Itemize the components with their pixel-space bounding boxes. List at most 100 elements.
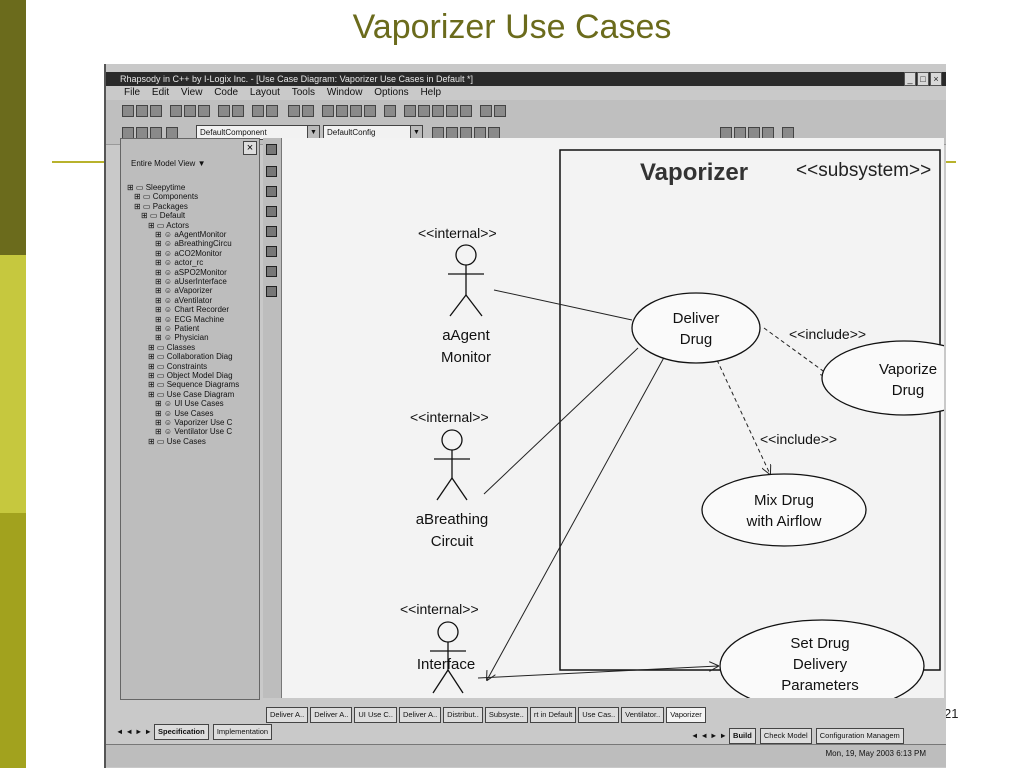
menu-edit[interactable]: Edit	[151, 87, 170, 98]
browser-tree-item[interactable]: ⊞ ☺ aCO2Monitor	[155, 249, 222, 258]
browser-tree-item[interactable]: ⊞ ☺ ECG Machine	[155, 315, 224, 324]
tab-diagram[interactable]: Distribut..	[443, 707, 483, 723]
zoom-out-icon[interactable]	[336, 105, 348, 117]
dependency-tool-icon[interactable]	[266, 266, 277, 277]
browser-icon[interactable]	[480, 105, 492, 117]
use-case-set-drug-parameters[interactable]: Set Drug Delivery Parameters	[719, 619, 925, 698]
save-icon[interactable]	[150, 105, 162, 117]
tab-implementation[interactable]: Implementation	[212, 724, 273, 740]
copy-icon[interactable]	[184, 105, 196, 117]
association-user-setdrug[interactable]	[477, 666, 718, 679]
menu-file[interactable]: File	[124, 87, 141, 98]
browser-tree-item[interactable]: ⊞ ☺ aAgentMonitor	[155, 230, 226, 239]
tab-diagram[interactable]: Deliver A..	[310, 707, 353, 723]
component-select[interactable]: DefaultComponent ▼	[196, 125, 320, 140]
tab-build[interactable]: Build	[729, 728, 756, 744]
association-breathing-deliver[interactable]	[483, 347, 639, 495]
browser-tree-item[interactable]: ⊞ ▭ Object Model Diag	[148, 371, 233, 380]
association-agent-deliver[interactable]	[493, 289, 633, 321]
use-case-vaporize-drug[interactable]: Vaporize Drug	[821, 340, 944, 416]
delete-icon[interactable]	[384, 105, 396, 117]
browser-tree-item[interactable]: ⊞ ☺ aVaporizer	[155, 286, 212, 295]
tab-diagram-active[interactable]: Vaporizer	[666, 707, 706, 723]
undo-icon[interactable]	[252, 105, 264, 117]
browser-tree-item[interactable]: ⊞ ▭ Components	[134, 192, 198, 201]
paste-icon[interactable]	[198, 105, 210, 117]
browser-tree-item[interactable]: ⊞ ☺ Use Cases	[155, 409, 213, 418]
actor-tool-icon[interactable]	[266, 166, 277, 177]
browser-tree-item[interactable]: ⊞ ▭ Default	[141, 211, 185, 220]
browser-tree-item[interactable]: ⊞ ▭ Sequence Diagrams	[148, 380, 239, 389]
actor-breathing-circuit[interactable]: <<internal>> aBreathing Circuit	[410, 409, 489, 550]
browser-tree-item[interactable]: ⊞ ▭ Collaboration Diag	[148, 352, 233, 361]
menu-view[interactable]: View	[180, 87, 203, 98]
tab-configuration-management[interactable]: Configuration Managem	[815, 728, 904, 744]
browser-tree-item[interactable]: ⊞ ☺ aVentilator	[155, 296, 212, 305]
stop-icon[interactable]	[446, 105, 458, 117]
tab-check-model[interactable]: Check Model	[759, 728, 812, 744]
animate-icon[interactable]	[460, 105, 472, 117]
menu-code[interactable]: Code	[214, 87, 239, 98]
browser-tree-item[interactable]: ⊞ ▭ Packages	[134, 202, 188, 211]
browser-tree-item[interactable]: ⊞ ☺ aSPO2Monitor	[155, 268, 227, 277]
make-icon[interactable]	[418, 105, 430, 117]
find-icon[interactable]	[288, 105, 300, 117]
select-tool-icon[interactable]	[266, 144, 277, 155]
browser-tree-item[interactable]: ⊞ ☺ aUserInterface	[155, 277, 227, 286]
browser-tree-item[interactable]: ⊞ ▭ Classes	[148, 343, 195, 352]
association-tool-icon[interactable]	[266, 226, 277, 237]
generalization-tool-icon[interactable]	[266, 246, 277, 257]
menu-layout[interactable]: Layout	[249, 87, 280, 98]
browser-tree-item[interactable]: ⊞ ▭ Use Cases	[148, 437, 206, 446]
browser-tree-item[interactable]: ⊞ ▭ Constraints	[148, 362, 207, 371]
minimize-button[interactable]: _	[904, 72, 916, 86]
browser-tree-item[interactable]: ⊞ ▭ Sleepytime	[127, 183, 185, 192]
browser-tree-item[interactable]: ⊞ ▭ Use Case Diagram	[148, 390, 234, 399]
use-case-mix-drug[interactable]: Mix Drug with Airflow	[701, 473, 867, 547]
zoom-page-icon[interactable]	[364, 105, 376, 117]
tab-diagram[interactable]: Deliver A..	[398, 707, 442, 723]
menu-help[interactable]: Help	[420, 87, 442, 98]
zoom-fit-icon[interactable]	[350, 105, 362, 117]
browser-tree-item[interactable]: ⊞ ▭ Actors	[148, 221, 189, 230]
tab-diagram[interactable]: Deliver A..	[266, 707, 309, 723]
package-tool-icon[interactable]	[266, 206, 277, 217]
tab-diagram[interactable]: UI Use C..	[354, 707, 397, 723]
use-case-tool-icon[interactable]	[266, 186, 277, 197]
help-icon[interactable]	[232, 105, 244, 117]
redo-icon[interactable]	[266, 105, 278, 117]
browser-tree-item[interactable]: ⊞ ☺ Ventilator Use C	[155, 427, 232, 436]
browser-tree-item[interactable]: ⊞ ☺ aBreathingCircu	[155, 239, 232, 248]
run-icon[interactable]	[432, 105, 444, 117]
use-case-deliver-drug[interactable]: Deliver Drug	[631, 292, 761, 364]
tab-specification[interactable]: Specification	[154, 724, 209, 740]
menu-options[interactable]: Options	[374, 87, 409, 98]
actor-agent-monitor[interactable]: <<internal>> aAgent Monitor	[418, 225, 497, 366]
nav-arrows-icon[interactable]: ◄ ◄ ► ►	[116, 727, 155, 736]
tab-diagram[interactable]: Subsyste..	[484, 707, 528, 723]
close-button[interactable]: ×	[930, 72, 942, 86]
close-icon[interactable]: ×	[243, 141, 257, 155]
zoom-in-icon[interactable]	[322, 105, 334, 117]
menu-window[interactable]: Window	[326, 87, 363, 98]
locate-icon[interactable]	[302, 105, 314, 117]
association-deliver-user[interactable]	[487, 351, 668, 680]
browser-tree-item[interactable]: ⊞ ☺ UI Use Cases	[155, 399, 224, 408]
browser-tree-item[interactable]: ⊞ ☺ actor_rc	[155, 258, 203, 267]
new-icon[interactable]	[122, 105, 134, 117]
actor-user-interface[interactable]: <<internal>> aUser	[400, 601, 479, 698]
features-icon[interactable]	[494, 105, 506, 117]
cut-icon[interactable]	[170, 105, 182, 117]
print-icon[interactable]	[218, 105, 230, 117]
browser-tree-item[interactable]: ⊞ ☺ Patient	[155, 324, 199, 333]
tab-diagram[interactable]: rt in Default	[529, 707, 577, 723]
tab-diagram[interactable]: Ventilator..	[621, 707, 665, 723]
diagram-canvas[interactable]: Vaporizer <<subsystem>> <<include>> <<in…	[282, 138, 944, 698]
open-icon[interactable]	[136, 105, 148, 117]
browser-tree-item[interactable]: ⊞ ☺ Chart Recorder	[155, 305, 229, 314]
browser-view-select[interactable]: Entire Model View ▼	[121, 159, 259, 173]
boundary-tool-icon[interactable]	[266, 286, 277, 297]
tab-diagram[interactable]: Use Cas..	[578, 707, 620, 723]
menu-tools[interactable]: Tools	[291, 87, 316, 98]
maximize-button[interactable]: □	[917, 72, 929, 86]
